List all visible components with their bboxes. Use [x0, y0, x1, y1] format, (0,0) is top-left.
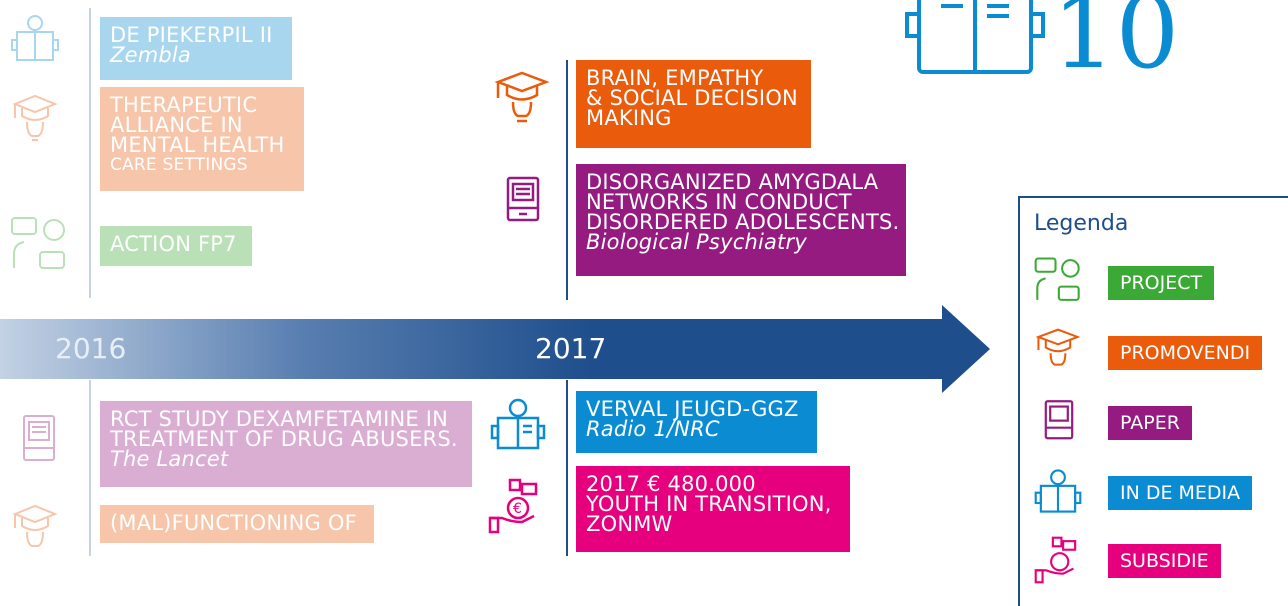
- promovendi-entry-brain-empathy: BRAIN, EMPATHY & SOCIAL DECISION MAKING: [576, 60, 811, 148]
- speech-bubbles-icon: [10, 216, 68, 272]
- graduation-cap-bulb-icon: [12, 94, 58, 144]
- project-entry-action-fp7: ACTION FP7: [100, 226, 252, 266]
- entry-source: Zembla: [110, 43, 191, 67]
- legend-item-promovendi: PROMOVENDI: [1108, 336, 1263, 370]
- graduation-cap-bulb-icon: [494, 70, 550, 126]
- counter-number: 10: [1052, 0, 1180, 91]
- hand-money-icon: [1034, 536, 1082, 584]
- entry-line: MAKING: [586, 106, 672, 130]
- legend-item-in-de-media: IN DE MEDIA: [1108, 476, 1253, 510]
- entry-line: DE PIEKERPIL II: [110, 23, 273, 47]
- paper-entry-disorganized-amygdala: DISORGANIZED AMYGDALA NETWORKS IN CONDUC…: [576, 164, 906, 276]
- document-icon: [1044, 396, 1074, 440]
- svg-text:€: €: [513, 501, 522, 517]
- media-entry-verval-jeugd: VERVAL JEUGD-GGZ Radio 1/NRC: [576, 391, 817, 453]
- graduation-cap-bulb-icon: [12, 504, 58, 554]
- entry-line: ACTION FP7: [110, 232, 237, 256]
- speech-bubbles-icon: [1034, 256, 1082, 304]
- hand-money-icon: €: [488, 478, 544, 534]
- legend-item-paper: PAPER: [1108, 406, 1192, 440]
- subsidie-entry-youth-in-transition: 2017 € 480.000 YOUTH IN TRANSITION, ZONM…: [576, 466, 850, 552]
- entry-source: Biological Psychiatry: [586, 230, 807, 254]
- entry-line: & SOCIAL DECISION: [586, 86, 798, 110]
- legend-item-project: PROJECT: [1108, 266, 1215, 300]
- book-reader-icon: [10, 14, 60, 62]
- graduation-cap-bulb-icon: [1035, 326, 1081, 374]
- legend-title: Legenda: [1034, 211, 1129, 236]
- document-icon: [22, 410, 56, 462]
- entry-line: NETWORKS IN CONDUCT: [586, 190, 852, 214]
- book-reader-icon: [1034, 468, 1082, 514]
- year-2016: 2016: [55, 332, 127, 365]
- year-2017: 2017: [535, 332, 607, 365]
- entry-line: BRAIN, EMPATHY: [586, 66, 764, 90]
- timeline-2016-line: [89, 8, 91, 298]
- entry-line: ALLIANCE IN: [110, 113, 243, 137]
- entry-line: YOUTH IN TRANSITION,: [586, 492, 832, 516]
- entry-line: CARE SETTINGS: [110, 155, 248, 175]
- timeline-arrow: [0, 305, 990, 393]
- timeline-2016-line-bottom: [89, 380, 91, 556]
- promovendi-entry-therapeutic: THERAPEUTIC ALLIANCE IN MENTAL HEALTH CA…: [100, 87, 304, 191]
- entry-line: TREATMENT OF DRUG ABUSERS.: [110, 427, 458, 451]
- entry-line: VERVAL JEUGD-GGZ: [586, 397, 799, 421]
- entry-line: 2017 € 480.000: [586, 472, 756, 496]
- entry-line: THERAPEUTIC: [110, 93, 258, 117]
- timeline-2017-line-bottom: [566, 380, 568, 556]
- entry-line: ZONMW: [586, 512, 673, 536]
- promovendi-entry-malfunctioning: (MAL)FUNCTIONING OF: [100, 505, 374, 543]
- entry-line: DISORDERED ADOLESCENTS.: [586, 210, 900, 234]
- entry-line: MENTAL HEALTH: [110, 133, 285, 157]
- entry-line: (MAL)FUNCTIONING OF: [110, 511, 357, 535]
- entry-line: RCT STUDY DEXAMFETAMINE IN: [110, 407, 449, 431]
- entry-source: The Lancet: [110, 447, 229, 471]
- timeline-2017-line-top: [566, 60, 568, 300]
- paper-entry-rct-study: RCT STUDY DEXAMFETAMINE IN TREATMENT OF …: [100, 401, 472, 487]
- legend-item-subsidie: SUBSIDIE: [1108, 544, 1221, 578]
- entry-source: Radio 1/NRC: [586, 417, 720, 441]
- entry-line: DISORGANIZED AMYGDALA: [586, 170, 879, 194]
- media-entry-de-piekerpil: DE PIEKERPIL II Zembla: [100, 17, 292, 80]
- book-reader-icon: [905, 0, 1045, 74]
- book-reader-icon: [490, 398, 546, 450]
- document-icon: [506, 172, 540, 222]
